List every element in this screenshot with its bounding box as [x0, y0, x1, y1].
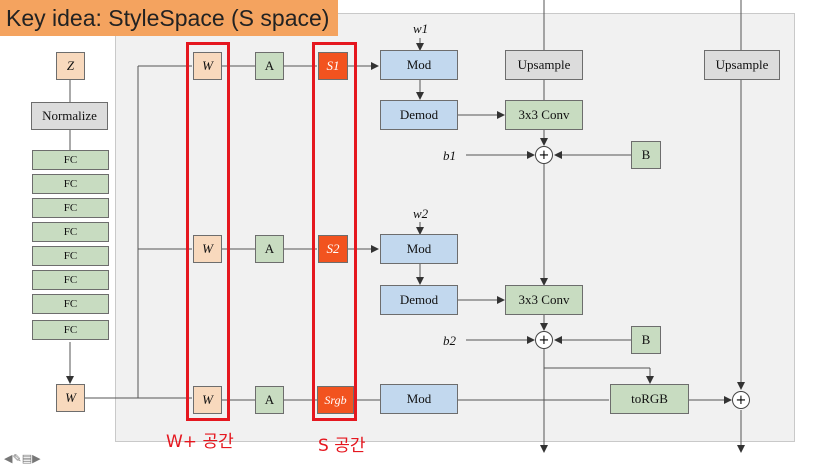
style-s2-box: S2 — [318, 235, 348, 263]
conv-box-1: 3x3 Conv — [505, 100, 583, 130]
slide-title: Key idea: StyleSpace (S space) — [6, 4, 330, 31]
add-node-1: + — [535, 146, 553, 164]
wplus-space-frame — [186, 42, 230, 421]
screen-icon[interactable]: ▤ — [21, 452, 33, 465]
fc-layer-6: FC — [32, 270, 109, 290]
mod-box-1: Mod — [380, 50, 458, 80]
fc-layer-8: FC — [32, 320, 109, 340]
slide-toolbar: ◀✎▤▶ — [4, 452, 41, 465]
wplus-w-1: W — [193, 52, 222, 80]
b2-label: b2 — [443, 333, 456, 348]
style-srgb-box: Srgb — [317, 386, 354, 414]
noise-b-2: B — [631, 326, 661, 354]
demod-box-1: Demod — [380, 100, 458, 130]
w2-label: w2 — [413, 206, 429, 221]
w1-label: w1 — [413, 21, 429, 36]
mod-box-rgb: Mod — [380, 384, 458, 414]
fc-layer-4: FC — [32, 222, 109, 242]
normalize-box: Normalize — [31, 102, 108, 130]
add-node-rgb: + — [732, 391, 750, 409]
fc-layer-1: FC — [32, 150, 109, 170]
affine-a-2: A — [255, 235, 284, 263]
forward-arrow-icon[interactable]: ▶ — [32, 452, 41, 465]
wplus-space-label: W+ 공간 — [166, 432, 234, 452]
pen-icon[interactable]: ✎ — [12, 452, 22, 465]
latent-z-box: Z — [56, 52, 85, 80]
upsample-box-2: Upsample — [704, 50, 780, 80]
upsample-box-1: Upsample — [505, 50, 583, 80]
s-space-label: S 공간 — [318, 436, 366, 456]
fc-layer-5: FC — [32, 246, 109, 266]
mod-box-2: Mod — [380, 234, 458, 264]
latent-w-box: W — [56, 384, 85, 412]
fc-layer-7: FC — [32, 294, 109, 314]
wplus-w-2: W — [193, 235, 222, 263]
demod-box-2: Demod — [380, 285, 458, 315]
slide-title-banner: Key idea: StyleSpace (S space) — [0, 0, 339, 36]
fc-layer-3: FC — [32, 198, 109, 218]
torgb-box: toRGB — [610, 384, 689, 414]
affine-a-1: A — [255, 52, 284, 80]
fc-layer-2: FC — [32, 174, 109, 194]
noise-b-1: B — [631, 141, 661, 169]
style-s1-box: S1 — [318, 52, 348, 80]
add-node-2: + — [535, 331, 553, 349]
affine-a-3: A — [255, 386, 284, 414]
conv-box-2: 3x3 Conv — [505, 285, 583, 315]
back-arrow-icon[interactable]: ◀ — [4, 452, 13, 465]
wplus-w-3: W — [193, 386, 222, 414]
b1-label: b1 — [443, 148, 456, 163]
s-space-frame — [312, 42, 357, 421]
